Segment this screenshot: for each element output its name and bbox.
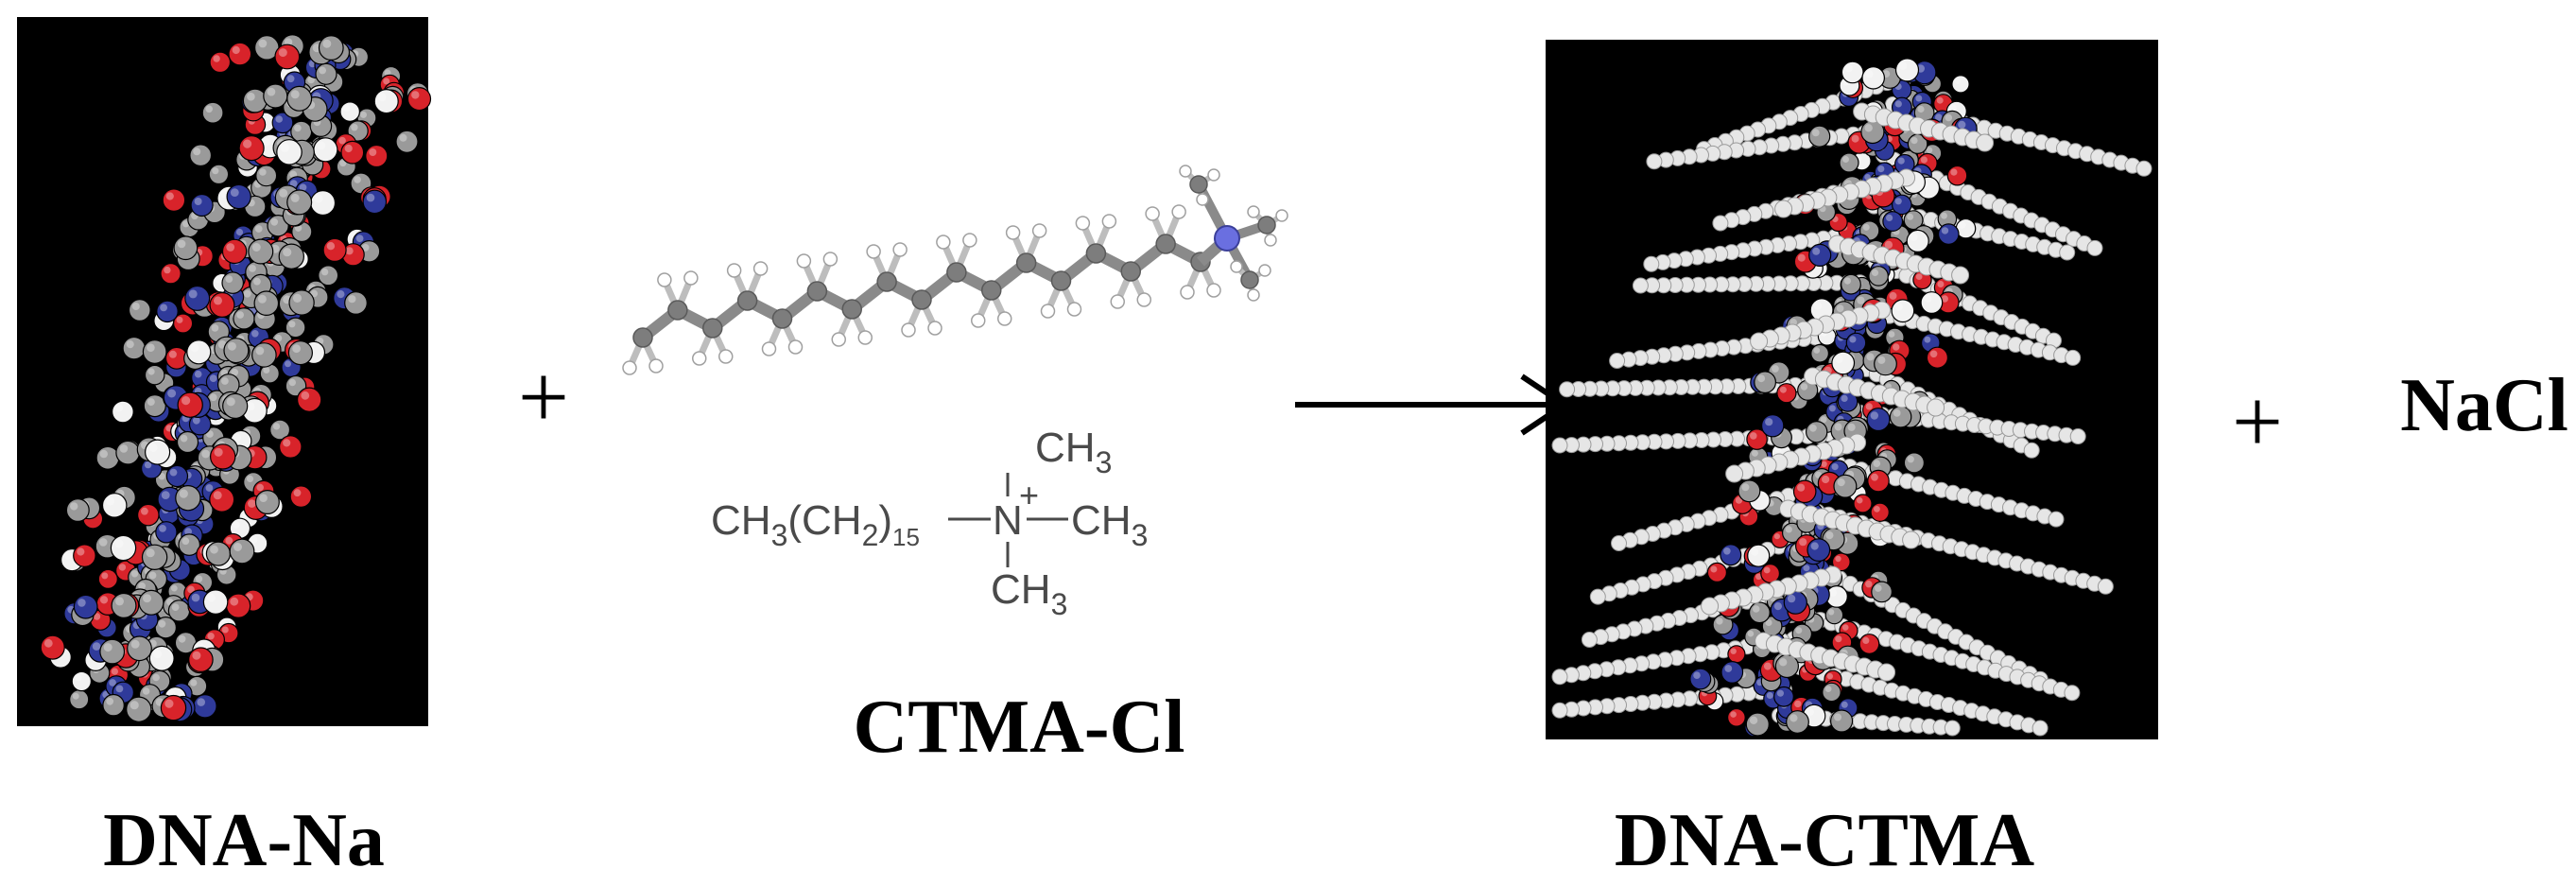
formula-charge: + (1019, 476, 1039, 514)
ctma-ball-and-stick-model (622, 165, 1288, 375)
formula-right-methyl: CH3 (1071, 497, 1148, 552)
dna-ctma-image (1546, 40, 2158, 739)
reaction-arrow (1295, 374, 1570, 436)
formula-main-chain: CH3(CH2)15 (711, 497, 920, 552)
surfactant-front-tails (1701, 102, 1995, 682)
dna-helix-model (40, 34, 432, 722)
ctma-structural-formula: CH3 CH3(CH2)15 N + CH3 CH3 (711, 425, 1148, 621)
formula-nitrogen: N (993, 497, 1023, 544)
dna-ctma-label: DNA-CTMA (1615, 799, 2035, 882)
nacl-label: NaCl (2400, 364, 2568, 447)
plus-sign-2: + (2232, 371, 2283, 472)
dna-na-label: DNA-Na (103, 799, 385, 882)
dna-na-image (17, 17, 432, 726)
formula-top-methyl: CH3 (1035, 425, 1112, 479)
plus-sign-1: + (518, 346, 569, 447)
ctma-cl-label: CTMA-Cl (853, 686, 1184, 769)
formula-bottom-methyl: CH3 (991, 566, 1067, 621)
